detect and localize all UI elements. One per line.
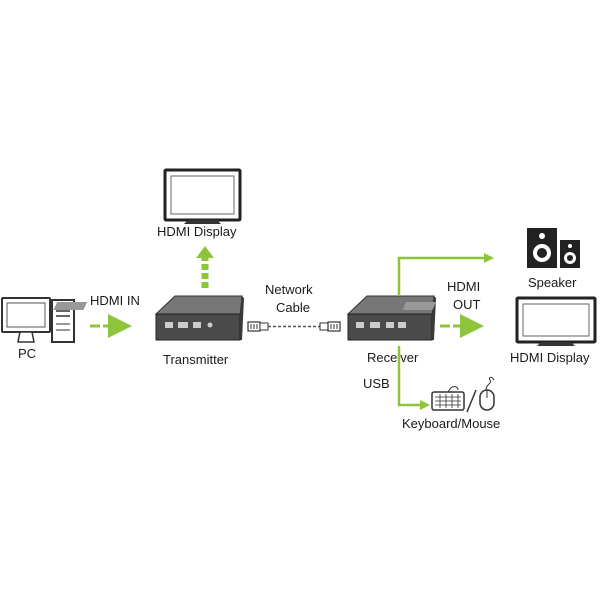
hdmi-display-top-label: HDMI Display — [157, 224, 237, 239]
usb-label: USB — [363, 376, 390, 391]
monitor-icon — [515, 296, 597, 346]
keyboard-mouse-label: Keyboard/Mouse — [402, 416, 500, 431]
speaker-icon — [527, 228, 580, 268]
hdmi-display-right-label: HDMI Display — [510, 350, 590, 365]
audio-out-line — [397, 256, 488, 296]
usb-line — [397, 346, 424, 407]
mouse-icon — [479, 376, 495, 411]
monitor-icon — [163, 168, 242, 224]
hdmi-label: HDMI — [447, 279, 480, 294]
transmitter-label: Transmitter — [163, 352, 229, 367]
pc-label: PC — [18, 346, 36, 361]
transmitter-icon — [53, 295, 244, 341]
network-cable-icon — [247, 321, 341, 332]
out-label: OUT — [453, 297, 481, 312]
receiver-icon — [346, 295, 437, 341]
network-label: Network — [265, 282, 313, 297]
speaker-label: Speaker — [528, 275, 577, 290]
pc-icon — [1, 297, 75, 343]
keyboard-icon — [431, 386, 465, 411]
hdmi-in-label: HDMI IN — [90, 293, 140, 308]
receiver-label: Receiver — [367, 350, 419, 365]
cable-label: Cable — [276, 300, 310, 315]
slash-divider — [466, 389, 477, 413]
